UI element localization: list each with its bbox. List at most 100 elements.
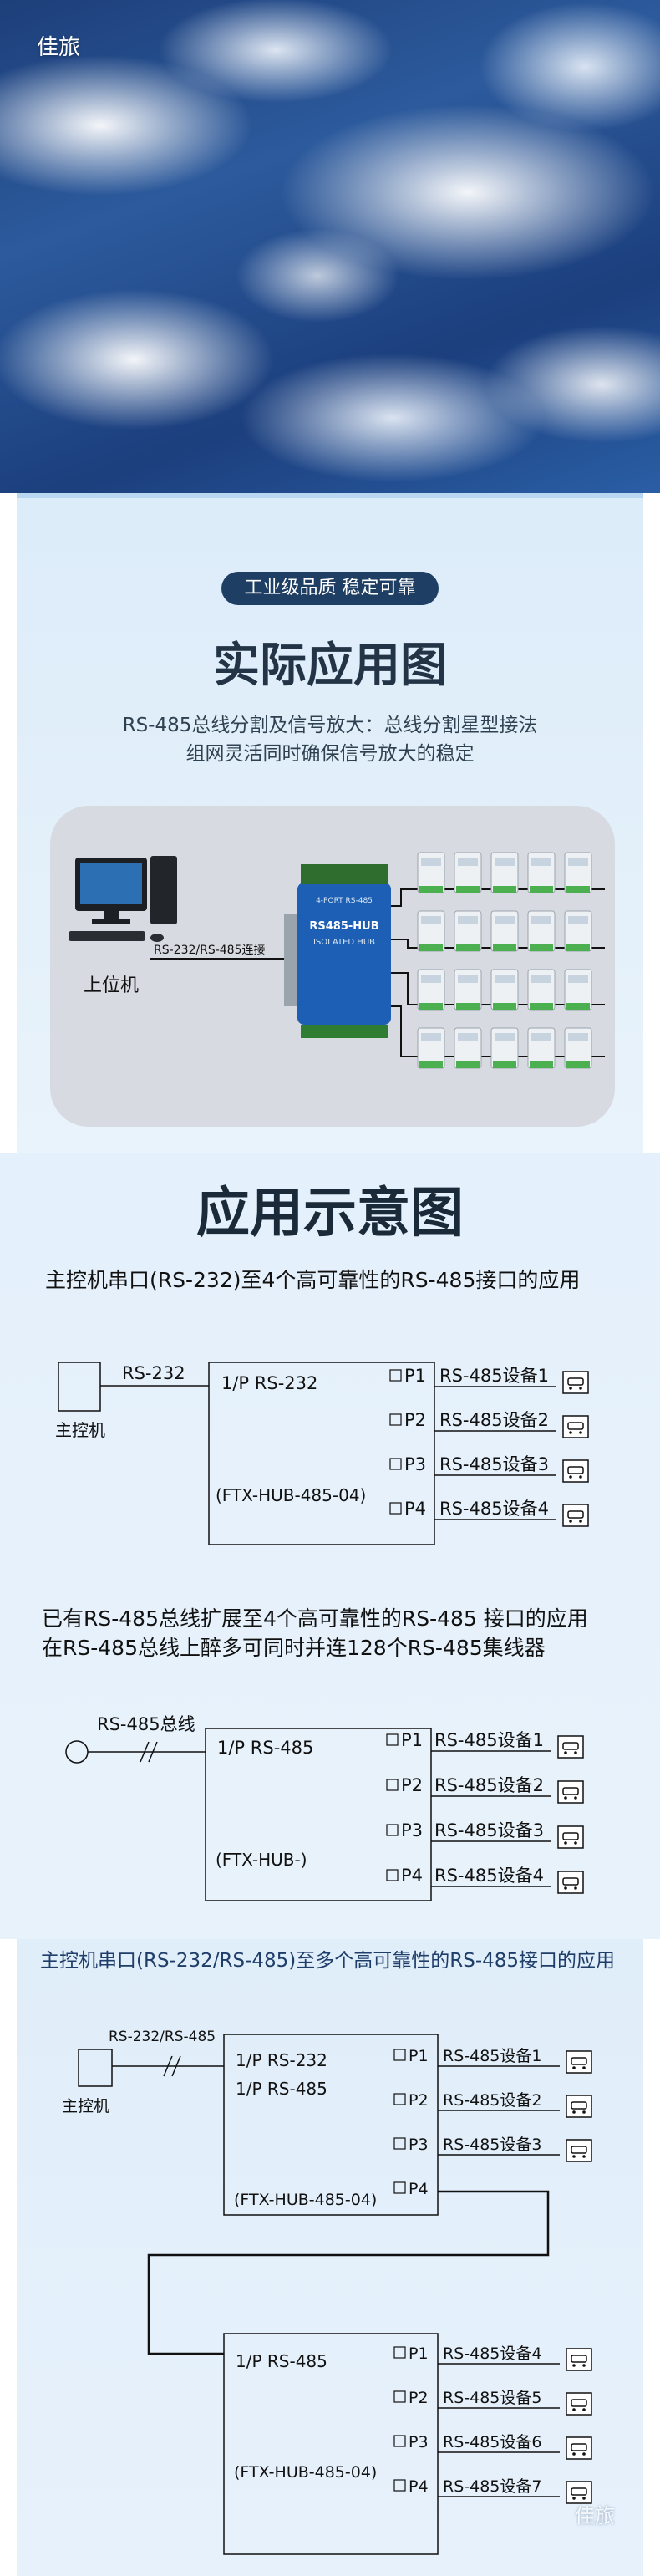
d2-device-4-label: RS-485设备4 xyxy=(434,1866,544,1886)
d1-device-3-label: RS-485设备3 xyxy=(439,1454,549,1474)
hub1-input-1: 1/P RS-232 xyxy=(236,2050,327,2070)
d2-port-4-label: P4 xyxy=(401,1866,423,1886)
d1-device-1-label: RS-485设备1 xyxy=(439,1366,549,1386)
h2-port-1-checkbox xyxy=(393,2346,406,2359)
h2-device-1-label: RS-485设备4 xyxy=(443,2344,541,2363)
rs485-module xyxy=(490,1027,519,1069)
input-label: 1/P RS-485 xyxy=(217,1738,313,1758)
rs485-device-modules xyxy=(417,852,592,1069)
rs485-module xyxy=(454,1027,482,1069)
link-label: RS-232/RS-485 xyxy=(109,2029,216,2045)
diagram2-caption-line-1: 已有RS-485总线扩展至4个高可靠性的RS-485 接口的应用 xyxy=(42,1606,588,1631)
rs485-module xyxy=(490,852,519,893)
model-label: (FTX-HUB-) xyxy=(216,1850,307,1870)
hub2-input: 1/P RS-485 xyxy=(236,2351,327,2371)
h1-port-2-label: P2 xyxy=(409,2091,429,2110)
h2-port-1-label: P1 xyxy=(409,2344,429,2363)
serial-device-icon xyxy=(566,2436,592,2460)
rs485-module xyxy=(564,1027,592,1069)
hub-ports-label: 4-PORT RS-485 xyxy=(316,897,373,905)
serial-device-icon xyxy=(557,1825,584,1849)
diagram2-caption-line-2: 在RS-485总线上醉多可同时并连128个RS-485集线器 xyxy=(42,1636,546,1660)
h1-port-1-label: P1 xyxy=(409,2047,429,2065)
d2-port-3-label: P3 xyxy=(401,1820,423,1840)
h1-port-4-checkbox xyxy=(393,2181,406,2194)
d2-port-2-checkbox xyxy=(386,1779,399,1791)
sky-banner: 佳旅 xyxy=(0,0,660,493)
computer-icon xyxy=(69,856,177,942)
serial-device-icon xyxy=(557,1780,584,1804)
rs485-module xyxy=(490,910,519,952)
host-label: 主控机 xyxy=(55,1420,105,1440)
cascade-caption: 主控机串口(RS-232/RS-485)至多个高可靠性的RS-485接口的应用 xyxy=(40,1950,616,1972)
diagram-1: 主控机 RS-232 1/P RS-232 (FTX-HUB-485-04) xyxy=(55,1362,435,1545)
diagram-2: RS-485总线 1/P RS-485 (FTX-HUB-) xyxy=(65,1714,432,1901)
serial-device-icon xyxy=(562,1459,589,1483)
d2-device-1-label: RS-485设备1 xyxy=(434,1730,544,1750)
rs485-module xyxy=(454,852,482,893)
d1-port-2-checkbox xyxy=(389,1413,402,1426)
d2-port-1-checkbox xyxy=(386,1733,399,1746)
input-label: 1/P RS-232 xyxy=(221,1373,317,1393)
h1-device-2-label: RS-485设备2 xyxy=(443,2091,541,2110)
subtitle-line-1: RS-485总线分割及信号放大：总线分割星型接法 xyxy=(122,715,538,736)
h1-device-3-label: RS-485设备3 xyxy=(443,2136,541,2154)
hub-device: RS485-HUB ISOLATED HUB 4-PORT RS-485 xyxy=(284,864,391,1038)
rs485-module xyxy=(454,969,482,1011)
rs485-module xyxy=(417,852,445,893)
rs485-module xyxy=(527,852,556,893)
d1-port-4-label: P4 xyxy=(404,1499,426,1519)
section-title: 实际应用图 xyxy=(213,639,447,693)
h2-device-4-label: RS-485设备7 xyxy=(443,2477,541,2496)
d2-port-3-checkbox xyxy=(386,1824,399,1836)
h1-port-4-label: P4 xyxy=(409,2180,429,2198)
serial-device-icon xyxy=(562,1371,589,1394)
rs485-module xyxy=(527,1027,556,1069)
h1-port-1-checkbox xyxy=(393,2049,406,2061)
d2-port-4-checkbox xyxy=(386,1869,399,1881)
h2-port-3-checkbox xyxy=(393,2435,406,2447)
h1-port-2-checkbox xyxy=(393,2093,406,2105)
cascade-diagram: 主控机 RS-232/RS-485 1/P RS-232 1/P RS-485 … xyxy=(62,2029,550,2555)
h2-port-2-checkbox xyxy=(393,2390,406,2403)
serial-device-icon xyxy=(566,2139,592,2162)
d1-device-4-label: RS-485设备4 xyxy=(439,1499,549,1519)
d2-device-3-label: RS-485设备3 xyxy=(434,1820,544,1840)
d1-port-1-checkbox xyxy=(389,1369,402,1382)
rs485-module xyxy=(490,969,519,1011)
rs485-module xyxy=(564,969,592,1011)
rs485-module xyxy=(417,1027,445,1069)
d2-port-2-label: P2 xyxy=(401,1775,423,1795)
cascade-section: 主控机串口(RS-232/RS-485)至多个高可靠性的RS-485接口的应用 … xyxy=(17,1939,643,2576)
cable-label: RS-232/RS-485连接 xyxy=(154,943,266,957)
serial-device-icon xyxy=(557,1871,584,1894)
schematic-section: 应用示意图 主控机串口(RS-232)至4个高可靠性的RS-485接口的应用 主… xyxy=(0,1153,660,1939)
serial-device-icon xyxy=(566,2348,592,2371)
link-label: RS-232 xyxy=(122,1363,185,1383)
brand-watermark: 佳旅 xyxy=(37,35,81,60)
actual-application-section: 工业级品质 稳定可靠 实际应用图 RS-485总线分割及信号放大：总线分割星型接… xyxy=(17,493,643,1153)
d1-port-4-checkbox xyxy=(389,1502,402,1515)
serial-device-icon xyxy=(566,2392,592,2416)
hub-name: RS485-HUB xyxy=(309,920,378,933)
h2-device-3-label: RS-485设备6 xyxy=(443,2433,541,2451)
serial-device-icon xyxy=(557,1735,584,1759)
hub1-input-2: 1/P RS-485 xyxy=(236,2079,327,2099)
h2-port-4-checkbox xyxy=(393,2479,406,2492)
quality-badge: 工业级品质 稳定可靠 xyxy=(221,572,439,605)
rs485-module xyxy=(527,910,556,952)
brand-watermark-bottom: 佳旅 xyxy=(575,2504,615,2528)
rs485-module xyxy=(527,969,556,1011)
h1-port-3-checkbox xyxy=(393,2137,406,2150)
schematic-title: 应用示意图 xyxy=(196,1183,464,1245)
h2-port-3-label: P3 xyxy=(409,2433,429,2451)
link-label: RS-485总线 xyxy=(97,1714,195,1734)
rs485-module xyxy=(564,910,592,952)
model-label: (FTX-HUB-485-04) xyxy=(216,1485,366,1505)
diagram1-caption: 主控机串口(RS-232)至4个高可靠性的RS-485接口的应用 xyxy=(45,1268,581,1292)
hub-sub: ISOLATED HUB xyxy=(313,938,375,947)
h2-port-4-label: P4 xyxy=(409,2477,429,2496)
d1-device-2-label: RS-485设备2 xyxy=(439,1410,549,1430)
d1-port-1-label: P1 xyxy=(404,1366,426,1386)
h2-device-2-label: RS-485设备5 xyxy=(443,2389,541,2407)
